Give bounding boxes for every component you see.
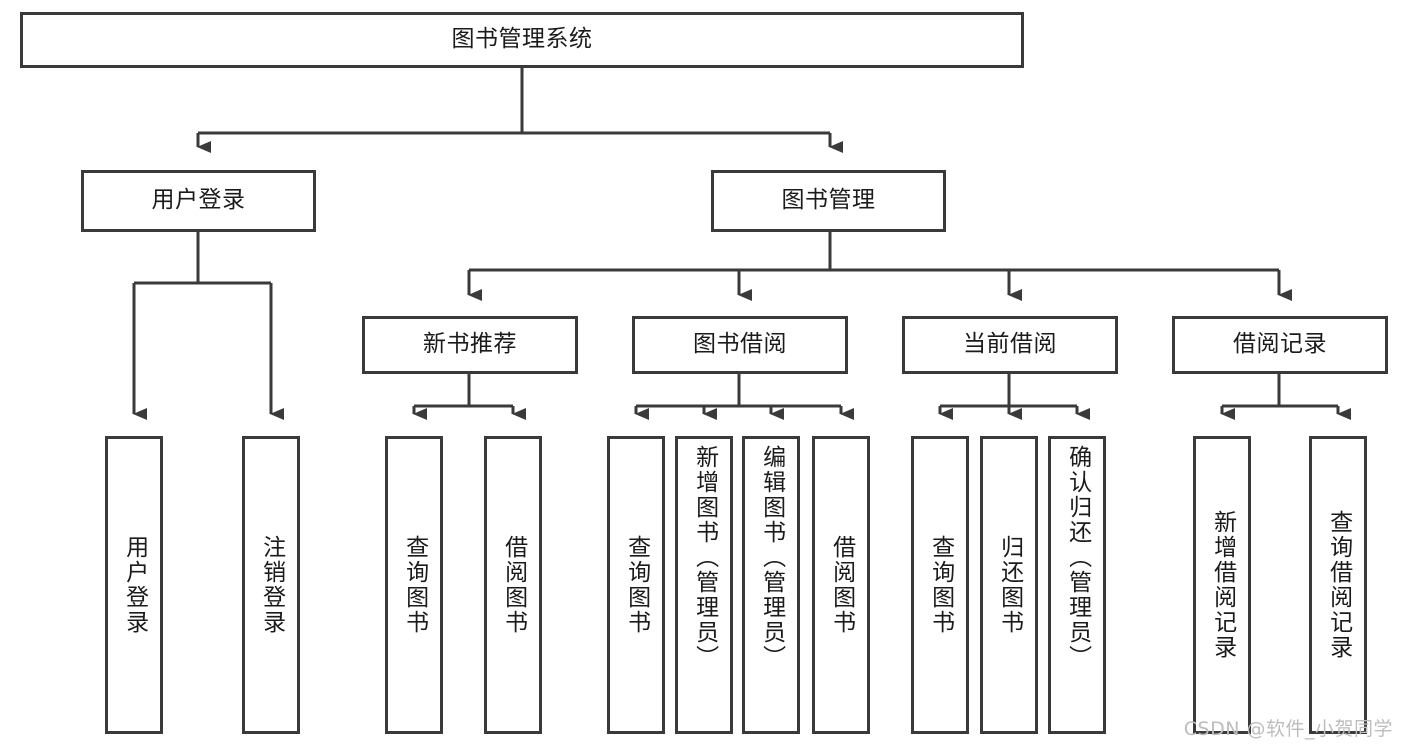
node-leaf-confirm-return-label: 确认归还（管理员） xyxy=(1064,445,1091,670)
node-leaf-return-book-label: 归还图书 xyxy=(996,535,1023,635)
node-leaf-add-borrow-record-label: 新增借阅记录 xyxy=(1209,510,1236,660)
node-leaf-add-book-label: 新增图书（管理员） xyxy=(691,445,718,670)
node-borrow-record-label: 借阅记录 xyxy=(1233,331,1327,358)
node-book-manage[interactable]: 图书管理 xyxy=(711,170,946,232)
node-leaf-user-login[interactable]: 用户登录 xyxy=(105,436,163,734)
node-borrow-record[interactable]: 借阅记录 xyxy=(1172,316,1388,374)
node-current-borrow[interactable]: 当前借阅 xyxy=(902,316,1118,374)
node-root-label: 图书管理系统 xyxy=(451,26,593,53)
node-leaf-edit-book-label: 编辑图书（管理员） xyxy=(758,445,785,670)
node-leaf-borrow-book-2-label: 借阅图书 xyxy=(828,535,855,635)
node-user-login[interactable]: 用户登录 xyxy=(81,170,316,232)
node-book-borrow[interactable]: 图书借阅 xyxy=(632,316,848,374)
node-leaf-user-logout-label: 注销登录 xyxy=(258,535,285,635)
node-new-book-recommend[interactable]: 新书推荐 xyxy=(362,316,578,374)
watermark: CSDN @软件_小贺同学 xyxy=(1183,718,1393,740)
node-leaf-query-book-1-label: 查询图书 xyxy=(401,535,428,635)
node-book-manage-label: 图书管理 xyxy=(781,187,876,214)
node-leaf-add-borrow-record[interactable]: 新增借阅记录 xyxy=(1193,436,1251,734)
node-leaf-query-book-3[interactable]: 查询图书 xyxy=(911,436,969,734)
node-book-borrow-label: 图书借阅 xyxy=(693,331,787,358)
node-leaf-user-login-label: 用户登录 xyxy=(121,535,148,635)
node-root[interactable]: 图书管理系统 xyxy=(20,12,1024,68)
node-leaf-user-logout[interactable]: 注销登录 xyxy=(242,436,300,734)
node-leaf-confirm-return[interactable]: 确认归还（管理员） xyxy=(1048,436,1106,734)
node-leaf-add-book[interactable]: 新增图书（管理员） xyxy=(675,436,733,734)
node-user-login-label: 用户登录 xyxy=(151,187,246,214)
node-leaf-query-book-2-label: 查询图书 xyxy=(623,535,650,635)
node-current-borrow-label: 当前借阅 xyxy=(963,331,1057,358)
node-leaf-query-borrow-record-label: 查询借阅记录 xyxy=(1325,510,1352,660)
node-leaf-query-book-3-label: 查询图书 xyxy=(927,535,954,635)
node-leaf-query-borrow-record[interactable]: 查询借阅记录 xyxy=(1309,436,1367,734)
node-leaf-borrow-book-2[interactable]: 借阅图书 xyxy=(812,436,870,734)
node-leaf-query-book-1[interactable]: 查询图书 xyxy=(385,436,443,734)
node-new-book-recommend-label: 新书推荐 xyxy=(423,331,517,358)
node-leaf-edit-book[interactable]: 编辑图书（管理员） xyxy=(742,436,800,734)
node-leaf-query-book-2[interactable]: 查询图书 xyxy=(607,436,665,734)
node-leaf-return-book[interactable]: 归还图书 xyxy=(980,436,1038,734)
node-leaf-borrow-book-1[interactable]: 借阅图书 xyxy=(484,436,542,734)
node-leaf-borrow-book-1-label: 借阅图书 xyxy=(500,535,527,635)
